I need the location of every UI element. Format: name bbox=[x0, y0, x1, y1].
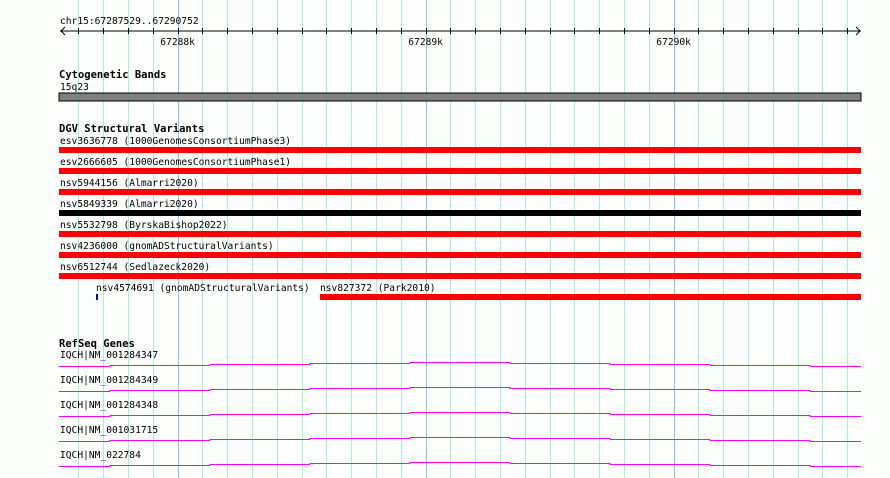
variant-bar[interactable] bbox=[59, 189, 861, 195]
gene-label: IQCH|NM_001284349 bbox=[60, 375, 158, 386]
feature-label: nsv4574691 (gnomADStructuralVariants) bbox=[96, 283, 310, 294]
feature-label: nsv5532798 (ByrskaBishop2022) bbox=[60, 220, 228, 231]
variant-bar[interactable] bbox=[59, 168, 861, 174]
variant-bar[interactable] bbox=[59, 252, 861, 258]
feature-label: nsv827372 (Park2010) bbox=[320, 283, 436, 294]
gene-label: IQCH|NM_001284348 bbox=[60, 400, 158, 411]
track-title: RefSeq Genes bbox=[59, 338, 135, 350]
variant-nsv827372[interactable] bbox=[320, 294, 861, 300]
dgv-track: DGV Structural Variants esv3636778 (1000… bbox=[59, 123, 861, 300]
feature-label: nsv6512744 (Sedlazeck2020) bbox=[60, 262, 210, 273]
gene-label: IQCH|NM_001031715 bbox=[60, 425, 158, 436]
grid-lines bbox=[78, 0, 848, 478]
scroll-right-arrow-icon[interactable] bbox=[855, 26, 861, 36]
variant-nsv4574691[interactable] bbox=[96, 294, 98, 300]
feature-label: esv3636778 (1000GenomesConsortiumPhase3) bbox=[60, 136, 291, 147]
refseq-track: RefSeq Genes IQCH|NM_001284347IQCH|NM_00… bbox=[59, 338, 861, 467]
feature-label: nsv4236000 (gnomADStructuralVariants) bbox=[60, 241, 274, 252]
variant-bar[interactable] bbox=[59, 231, 861, 237]
tick-label: 67288k bbox=[160, 37, 195, 48]
cytoband-15q23[interactable] bbox=[58, 92, 862, 102]
track-title: Cytogenetic Bands bbox=[59, 69, 166, 81]
feature-label: esv2666605 (1000GenomesConsortiumPhase1) bbox=[60, 157, 291, 168]
location-label: chr15:67287529..67290752 bbox=[60, 16, 199, 27]
feature-label: nsv5849339 (Almarri2020) bbox=[60, 199, 199, 210]
gene-transcript[interactable] bbox=[59, 387, 861, 392]
variant-bar[interactable] bbox=[59, 147, 861, 153]
ruler: chr15:67287529..67290752 67288k 67289k 6… bbox=[60, 16, 861, 48]
gene-label: IQCH|NM_001284347 bbox=[60, 350, 158, 361]
variant-bar[interactable] bbox=[59, 210, 861, 216]
gene-transcript[interactable] bbox=[59, 462, 861, 467]
variant-bar[interactable] bbox=[59, 273, 861, 279]
gene-label: IQCH|NM_022784 bbox=[60, 450, 141, 461]
scroll-left-arrow-icon[interactable] bbox=[60, 26, 66, 36]
gene-transcript[interactable] bbox=[59, 437, 861, 442]
feature-label: nsv5944156 (Almarri2020) bbox=[60, 178, 199, 189]
gene-transcript[interactable] bbox=[59, 412, 861, 417]
track-title: DGV Structural Variants bbox=[59, 123, 204, 135]
tick-label: 67290k bbox=[656, 37, 691, 48]
cytobands-track: Cytogenetic Bands 15q23 bbox=[58, 69, 862, 102]
tick-label: 67289k bbox=[408, 37, 443, 48]
gene-transcript[interactable] bbox=[59, 362, 861, 367]
band-label: 15q23 bbox=[60, 82, 89, 93]
